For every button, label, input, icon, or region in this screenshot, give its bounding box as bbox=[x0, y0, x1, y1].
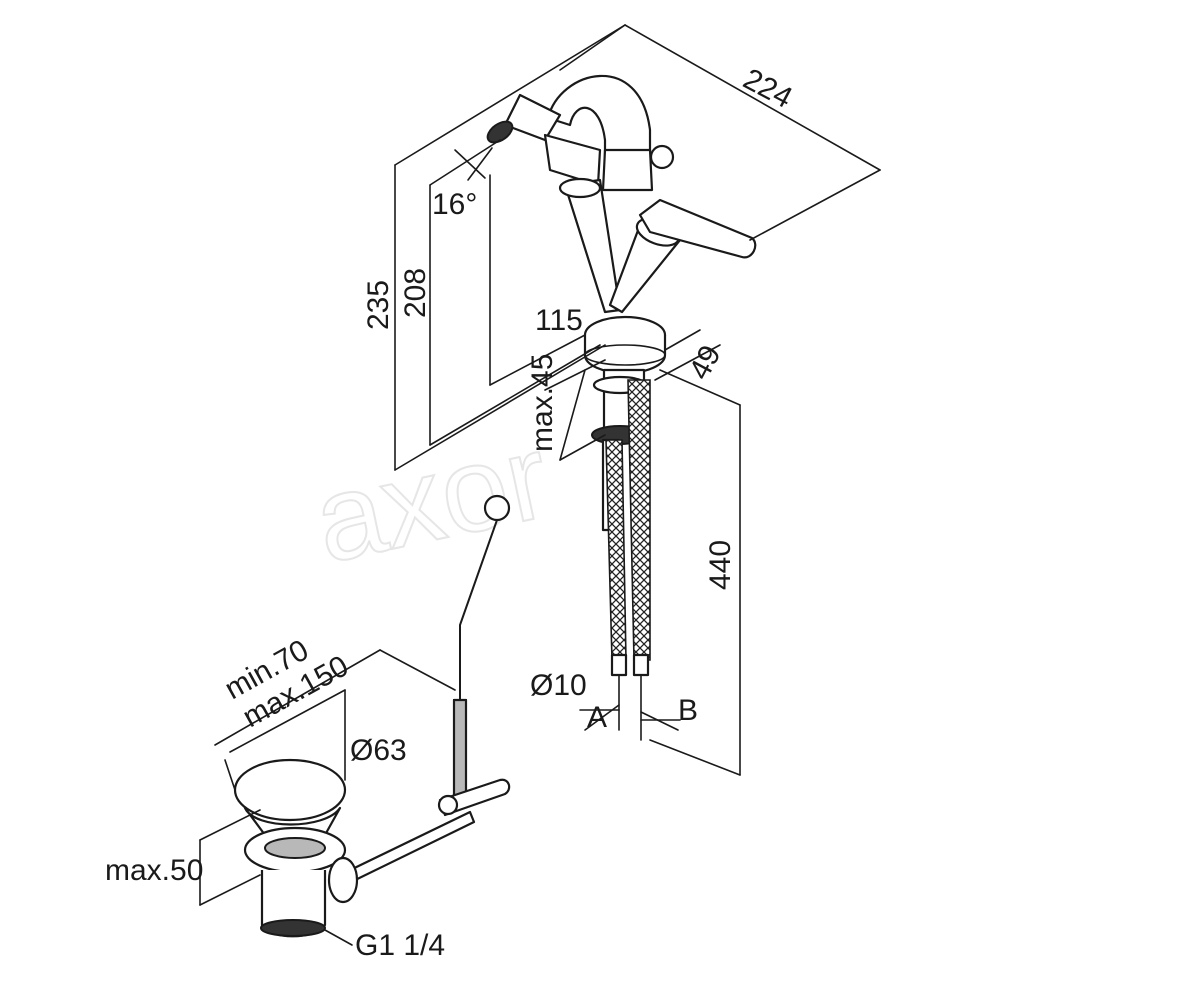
dim-49: 49 bbox=[683, 340, 728, 385]
waste-opening bbox=[264, 837, 326, 859]
label-a: A bbox=[587, 701, 607, 734]
faucet bbox=[486, 74, 757, 741]
dim-115: 115 bbox=[535, 304, 583, 337]
hose-a-fitting bbox=[610, 653, 628, 677]
dim-max-50: max.50 bbox=[105, 854, 203, 887]
clamp-screw bbox=[437, 794, 459, 816]
hose-b bbox=[627, 379, 651, 661]
dim-235: 235 bbox=[362, 280, 395, 330]
pivot-nut bbox=[327, 856, 359, 904]
plug-body bbox=[243, 806, 342, 837]
lever-handle bbox=[638, 198, 757, 259]
label-b: B bbox=[678, 694, 698, 727]
nozzle bbox=[503, 93, 562, 142]
base-bottom bbox=[584, 344, 666, 366]
pull-rod bbox=[459, 519, 498, 701]
link-rod bbox=[338, 810, 476, 887]
dim-208: 208 bbox=[399, 268, 432, 318]
dim-thread: G1 1/4 bbox=[355, 929, 445, 962]
hose-b-fitting bbox=[632, 653, 650, 677]
dim-440: 440 bbox=[704, 540, 737, 590]
dim-dia-63: Ø63 bbox=[350, 734, 407, 767]
faucet-dimension-lines bbox=[394, 24, 881, 776]
rod-knob bbox=[483, 494, 511, 522]
spout-neck bbox=[543, 133, 602, 187]
dim-dia-10: Ø10 bbox=[530, 669, 587, 702]
waste-assembly bbox=[199, 494, 511, 946]
watermark: axor bbox=[303, 409, 559, 589]
dim-max-45: max.45 bbox=[526, 354, 559, 452]
left-collar bbox=[558, 177, 602, 199]
dim-224: 224 bbox=[738, 62, 798, 115]
nozzle-aerator bbox=[486, 120, 514, 144]
waste-thread-end bbox=[260, 919, 326, 937]
spout bbox=[546, 74, 652, 172]
hose-a bbox=[605, 439, 627, 661]
pop-up-knob bbox=[649, 144, 675, 170]
plug-head bbox=[233, 758, 347, 822]
base-ring bbox=[583, 335, 667, 375]
dim-16-degrees: 16° bbox=[432, 188, 477, 221]
left-leg bbox=[563, 178, 622, 314]
column bbox=[601, 148, 654, 192]
